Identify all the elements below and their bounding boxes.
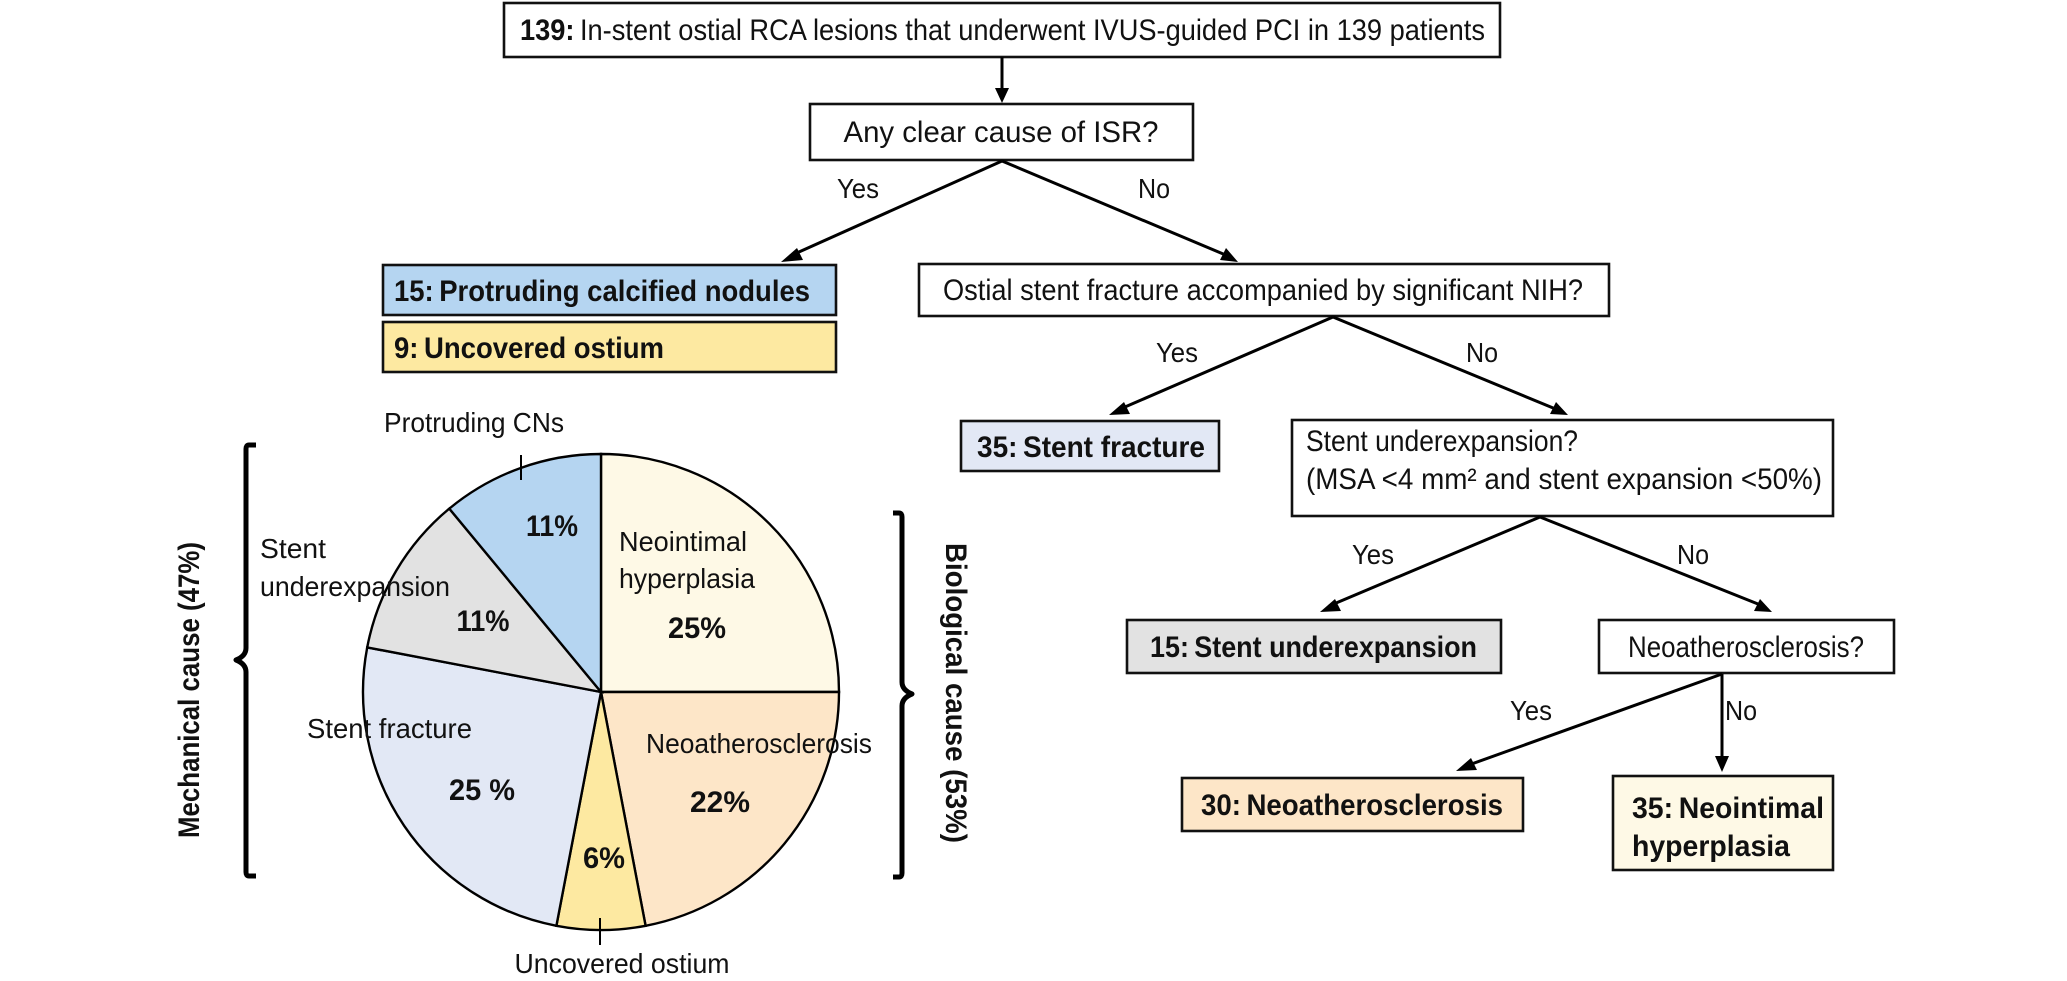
pie-label-protruding-cns: Protruding CNs: [384, 407, 564, 438]
result-count: 35:: [977, 431, 1017, 464]
arrow-head-q2-no: [1550, 402, 1568, 415]
root-label: 139:In-stent ostial RCA lesions that und…: [520, 14, 1485, 47]
root-text: In-stent ostial RCA lesions that underwe…: [580, 14, 1485, 47]
biological-group: Biological cause (53%): [893, 510, 972, 880]
root-box: [502, 1, 1502, 59]
result-neointimal-hyperplasia: 35:Neointimal hyperplasia: [1611, 774, 1835, 872]
pie-value-stent-underexpansion: 11%: [457, 605, 510, 638]
pie-value-neoatherosclerosis: 22%: [690, 786, 750, 819]
q1-yes-label: Yes: [837, 173, 879, 204]
pie-value-neointimal: 25%: [668, 612, 726, 645]
svg-text:15:Protruding calcified nodule: 15:Protruding calcified nodules: [394, 275, 810, 308]
q3-no-label: No: [1677, 539, 1709, 570]
result-box: [1125, 618, 1503, 675]
result-text: Uncovered ostium: [424, 332, 664, 365]
mechanical-cause-label: Mechanical cause (47%): [173, 542, 206, 838]
q3-box: [1290, 418, 1835, 518]
q4-branches: Yes No: [1456, 672, 1757, 772]
q3-text-line2: (MSA <4 mm² and stent expansion <50%): [1306, 463, 1822, 496]
q1-no-label: No: [1138, 173, 1170, 204]
pie-label-stent-underexpansion-line2: underexpansion: [260, 571, 450, 602]
pie-slice-stent-underexpansion: [365, 506, 605, 694]
q2-branches: Yes No: [1109, 315, 1568, 415]
arrow-head-q1-yes: [781, 248, 803, 262]
q2-yes-label: Yes: [1156, 337, 1198, 368]
q1-node: Any clear cause of ISR?: [808, 102, 1195, 162]
result-text: Protruding calcified nodules: [439, 275, 810, 308]
result-count: 30:: [1201, 789, 1241, 822]
pie-label-neointimal-line2: hyperplasia: [619, 563, 755, 594]
biological-cause-label: Biological cause (53%): [939, 543, 972, 843]
svg-text:30:Neoatherosclerosis: 30:Neoatherosclerosis: [1201, 789, 1503, 822]
pie-label-neointimal-line1: Neointimal: [619, 526, 747, 557]
q3-text-line1: Stent underexpansion?: [1306, 425, 1578, 458]
pie-outer-labels: Protruding CNs Stent underexpansion Sten…: [260, 407, 872, 979]
result-text: Stent fracture: [1023, 431, 1205, 464]
arrow-head-q4-no: [1715, 756, 1729, 772]
result-text: Stent underexpansion: [1194, 631, 1477, 664]
left-brace-icon: [233, 442, 256, 879]
arrow-head-q3-yes: [1320, 599, 1341, 612]
pie-label-stent-fracture: Stent fracture: [307, 713, 472, 744]
pie-value-uncovered-ostium: 6%: [583, 842, 625, 875]
result-box: [1611, 774, 1835, 872]
result-uncovered-ostium: 9:Uncovered ostium: [381, 320, 838, 374]
svg-text:35:Neointimal: 35:Neointimal: [1632, 792, 1824, 825]
q4-yes-label: Yes: [1510, 695, 1552, 726]
mechanical-group: Mechanical cause (47%): [173, 442, 256, 879]
result-box: [381, 263, 838, 317]
pie-value-labels: 25% 22% 6% 25 % 11% 11%: [449, 510, 750, 875]
svg-text:9:Uncovered ostium: 9:Uncovered ostium: [394, 332, 664, 365]
pie-label-uncovered-ostium: Uncovered ostium: [515, 948, 730, 979]
result-box: [959, 419, 1221, 473]
pie-label-stent-underexpansion-line1: Stent: [260, 533, 326, 564]
q1-text: Any clear cause of ISR?: [844, 116, 1159, 149]
result-protruding-calcified-nodules: 15:Protruding calcified nodules: [381, 263, 838, 317]
result-neoatherosclerosis: 30:Neoatherosclerosis: [1180, 776, 1525, 833]
q3-yes-label: Yes: [1352, 539, 1394, 570]
result-stent-fracture: 35:Stent fracture: [959, 419, 1221, 473]
result-text-line1: Neointimal: [1679, 792, 1824, 825]
q2-node: Ostial stent fracture accompanied by sig…: [917, 262, 1611, 318]
arrow-head-q2-yes: [1109, 402, 1130, 415]
arrow-head-q4-yes: [1456, 758, 1477, 771]
result-count: 15:: [1150, 631, 1189, 664]
result-box: [1180, 776, 1525, 833]
root-node: 139:In-stent ostial RCA lesions that und…: [502, 1, 1502, 59]
pie-slice-stent-fracture: [361, 645, 603, 928]
pie-slice-neointimal-hyperplasia: [599, 452, 841, 694]
q4-text: Neoatherosclerosis?: [1628, 631, 1864, 664]
result-stent-underexpansion: 15:Stent underexpansion: [1125, 618, 1503, 675]
q3-node: Stent underexpansion? (MSA <4 mm² and st…: [1290, 418, 1835, 518]
pie-value-stent-fracture: 25 %: [449, 774, 515, 807]
pie-chart: [361, 452, 841, 932]
result-box: [381, 320, 838, 374]
pie-slice-neoatherosclerosis: [599, 690, 841, 928]
arrow-root-to-q1: [995, 57, 1009, 103]
root-count: 139:: [520, 14, 574, 47]
q2-no-label: No: [1466, 337, 1498, 368]
result-count: 35:: [1632, 792, 1673, 825]
q2-text: Ostial stent fracture accompanied by sig…: [943, 274, 1583, 307]
arrow-head-q1-no: [1220, 248, 1238, 262]
q1-box: [808, 102, 1195, 162]
result-count: 15:: [394, 275, 434, 308]
pie-label-neoatherosclerosis: Neoatherosclerosis: [646, 728, 872, 759]
result-count: 9:: [394, 332, 418, 365]
arrow-head-q3-no: [1754, 599, 1772, 612]
q4-no-label: No: [1725, 695, 1757, 726]
pie-value-protruding-cns: 11%: [526, 510, 578, 543]
q1-branches: Yes No: [781, 159, 1238, 262]
result-text-line2: hyperplasia: [1632, 830, 1790, 863]
q4-node: Neoatherosclerosis?: [1597, 618, 1896, 675]
svg-text:15:Stent underexpansion: 15:Stent underexpansion: [1150, 631, 1477, 664]
svg-text:35:Stent fracture: 35:Stent fracture: [977, 431, 1205, 464]
q2-box: [917, 262, 1611, 318]
right-brace-icon: [893, 510, 915, 880]
result-text: Neoatherosclerosis: [1246, 789, 1503, 822]
q3-branches: Yes No: [1320, 515, 1772, 612]
q4-box: [1597, 618, 1896, 675]
